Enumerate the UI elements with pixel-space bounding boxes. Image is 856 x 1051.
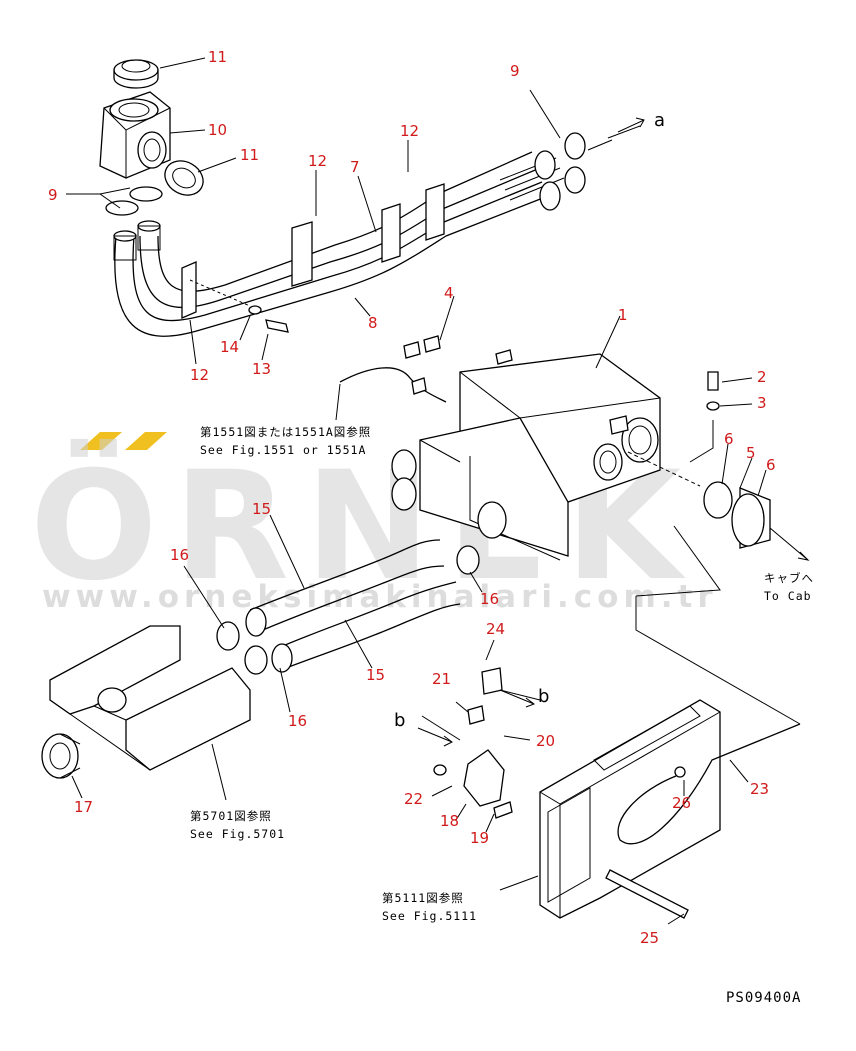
duct-pipes-7-8: [113, 150, 565, 337]
callout-7: 7: [350, 158, 360, 176]
callout-9-right: 9: [510, 62, 520, 80]
control-cable-24: [617, 723, 801, 845]
pipe-brackets-12: [181, 183, 445, 319]
console-bracket: [539, 699, 721, 919]
bolt-13-washer-14: [189, 279, 289, 333]
callout-11-side: 11: [240, 146, 259, 164]
callout-18: 18: [440, 812, 459, 830]
drawing-code: PS09400A: [726, 990, 801, 1006]
callout-labels: 11 10 11 9 12 7 12 8 12 14 13 4 1 2 3 6 …: [48, 48, 776, 947]
bolt-20: [605, 869, 689, 919]
ref-fig1551-jp: 第1551図または1551A図参照: [200, 425, 371, 439]
ref-cab-jp: キャブへ: [764, 571, 814, 585]
clamps-9-right: [564, 132, 586, 194]
callout-16-left: 16: [170, 546, 189, 564]
watermark-umlaut-left: [80, 432, 122, 450]
callout-5: 5: [746, 444, 756, 462]
grommet-11-side: [164, 160, 204, 196]
callout-4: 4: [444, 284, 454, 302]
ref-fig5111-en: See Fig.5111: [382, 909, 477, 923]
hose-clamps-16: [216, 545, 480, 675]
duct-5-rings-6: [627, 451, 810, 561]
ref-fig1551-en: See Fig.1551 or 1551A: [200, 443, 366, 457]
heater-unit-1: [391, 349, 661, 561]
elbow-housing-10: [99, 91, 171, 179]
floor-duct: [49, 625, 251, 771]
callout-6-right: 6: [766, 456, 776, 474]
callout-25: 24: [486, 620, 505, 638]
callout-2: 2: [757, 368, 767, 386]
watermark-umlaut-right: [125, 432, 167, 450]
marker-a: a: [654, 110, 665, 131]
callout-12-top: 12: [400, 122, 419, 140]
callout-1: 1: [618, 306, 628, 324]
wire-harness-4: [339, 335, 447, 403]
bolt-2-washer-3: [689, 371, 720, 463]
callout-15-top: 15: [252, 500, 271, 518]
callout-13: 13: [252, 360, 271, 378]
callout-9-left: 9: [48, 186, 58, 204]
ref-fig5701-en: See Fig.5701: [190, 827, 285, 841]
callout-15-bottom: 15: [366, 666, 385, 684]
ref-fig5701-jp: 第5701図参照: [190, 809, 272, 823]
reference-notes: 第1551図または1551A図参照 See Fig.1551 or 1551A …: [190, 425, 814, 923]
callout-24: 23: [750, 780, 769, 798]
callout-10: 10: [208, 121, 227, 139]
hoses-15: [245, 539, 461, 673]
hose-clamps-9-left: [105, 186, 163, 216]
callout-3: 3: [757, 394, 767, 412]
callout-6-left: 6: [724, 430, 734, 448]
callout-17: 17: [74, 798, 93, 816]
callout-21: 20: [536, 732, 555, 750]
ref-cab-en: To Cab: [764, 589, 812, 603]
callout-26: 26: [672, 794, 691, 812]
callout-14: 14: [220, 338, 239, 356]
callout-20: 25: [640, 929, 659, 947]
callout-16-right: 16: [480, 590, 499, 608]
grommet-17: [41, 733, 81, 779]
callout-12-bottom: 12: [190, 366, 209, 384]
marker-b-left: b: [394, 710, 405, 731]
callout-12-left-top: 12: [308, 152, 327, 170]
callout-11-top: 11: [208, 48, 227, 66]
callout-8: 8: [368, 314, 378, 332]
callout-19: 19: [470, 829, 489, 847]
callout-16-bottom: 16: [288, 712, 307, 730]
marker-b-right: b: [538, 686, 549, 707]
ref-fig5111-jp: 第5111図参照: [382, 891, 464, 905]
direction-markers: a b b: [394, 110, 665, 747]
leader-lines: [66, 57, 801, 925]
callout-22: 21: [432, 670, 451, 688]
grommet-11-top: [113, 59, 159, 89]
callout-23: 22: [404, 790, 423, 808]
